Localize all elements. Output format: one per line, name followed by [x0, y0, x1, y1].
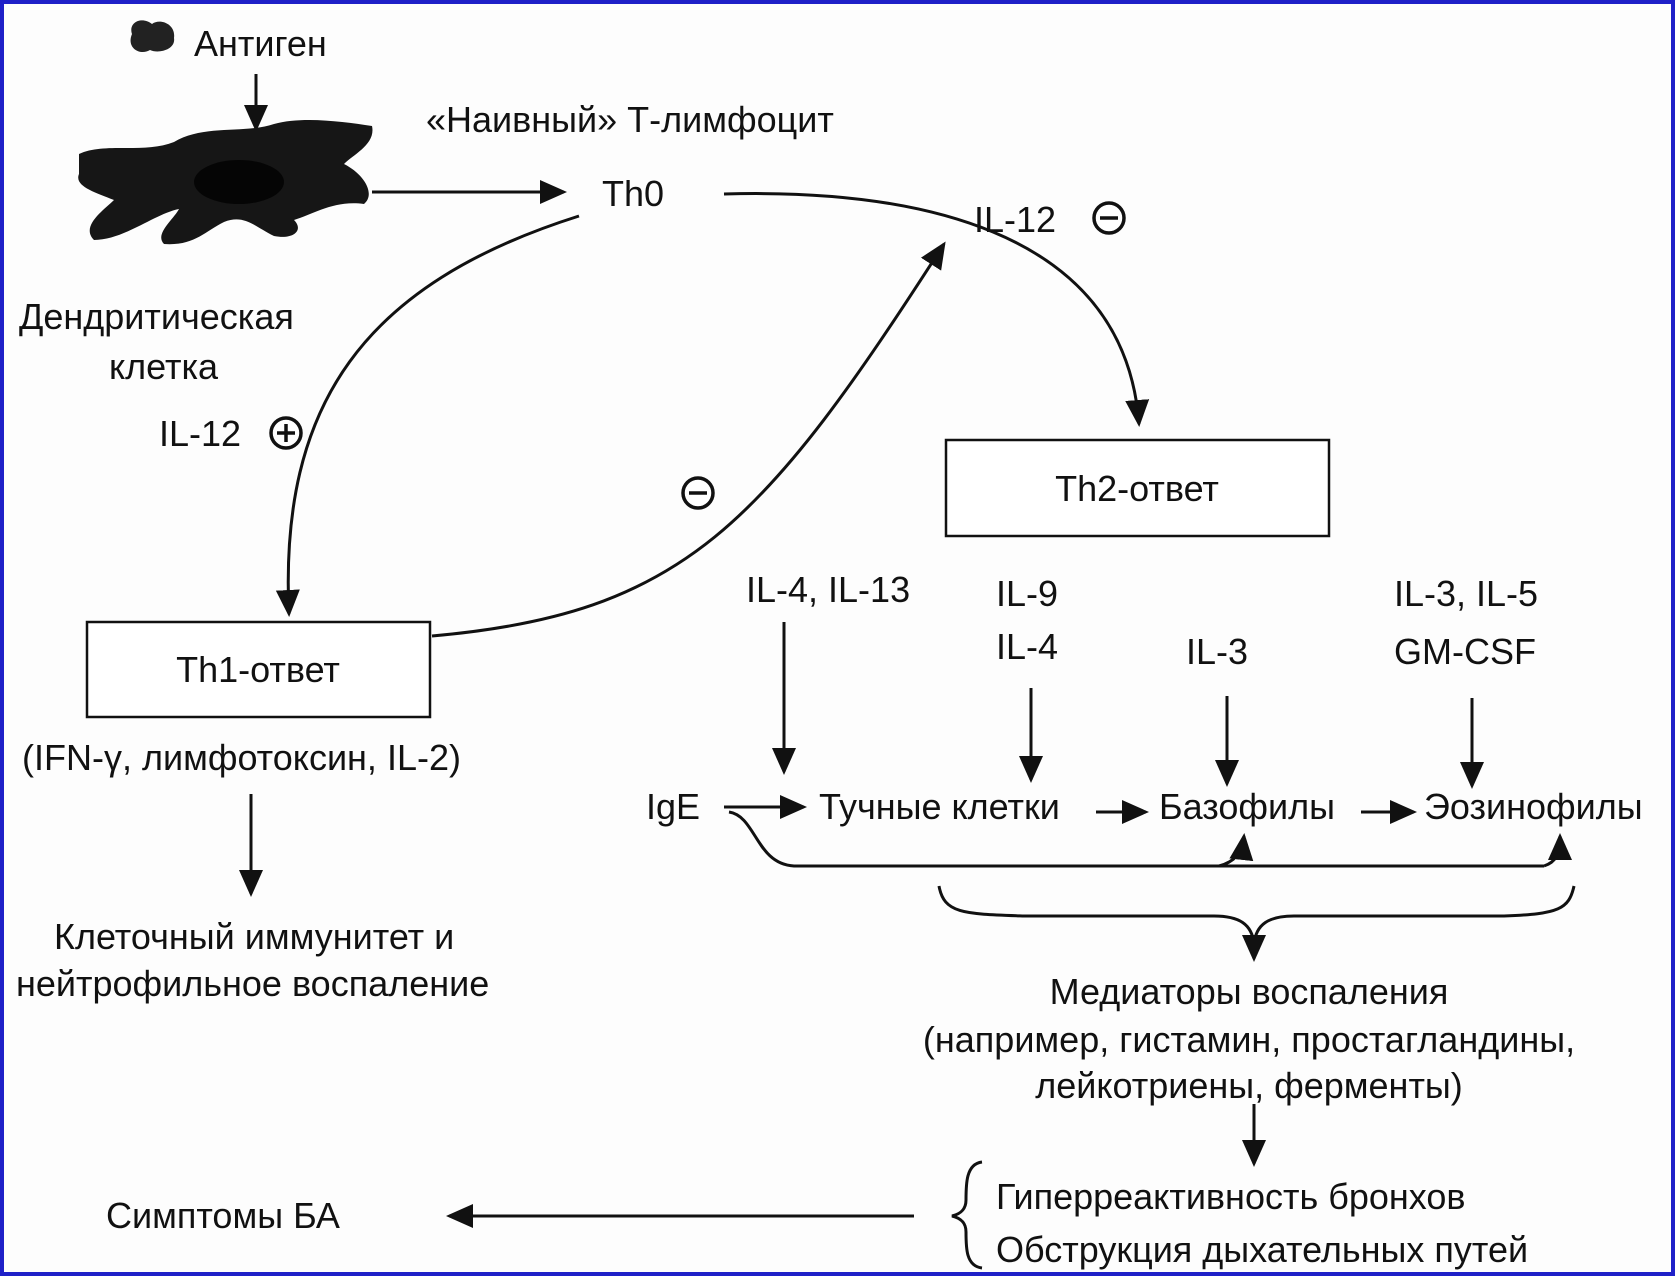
th1-inhibition-arrow [431, 241, 946, 638]
dendritic-nucleus [194, 160, 284, 204]
il4-il13-label: IL-4, IL-13 [746, 569, 910, 610]
th1-box [85, 620, 432, 719]
mediators-label-1: Медиаторы воспаления [1050, 971, 1449, 1012]
th1-label: Th1-ответ [176, 649, 340, 690]
mast-cells-label: Тучные клетки [819, 786, 1060, 827]
th0-to-th2-arrow [723, 192, 1150, 427]
mediators-brace [937, 885, 1576, 945]
bypass-to-basophils-arrow [1218, 833, 1254, 868]
il3-il5-label: IL-3, IL-5 [1394, 573, 1538, 614]
th1-products-label: (IFN-γ, лимфотоксин, IL-2) [22, 737, 461, 778]
il12-negative-label: IL-12 [974, 199, 1056, 240]
cell-immunity-label-2: нейтрофильное воспаление [16, 963, 489, 1004]
antigen-icon [130, 20, 175, 53]
eosinophils-label: Эозинофилы [1424, 786, 1643, 827]
symptoms-label: Симптомы БА [106, 1195, 340, 1236]
basophils-label: Базофилы [1159, 786, 1335, 827]
gmcsf-label: GM-CSF [1394, 631, 1536, 672]
mediators-label-2: (например, гистамин, простагландины, [923, 1019, 1575, 1060]
obstruction-label: Обструкция дыхательных путей [996, 1229, 1528, 1270]
il9-label: IL-9 [996, 573, 1058, 614]
th2-label: Th2-ответ [1055, 468, 1219, 509]
il12-positive-label: IL-12 [159, 413, 241, 454]
th2-box [944, 438, 1331, 538]
naive-t-label: «Наивный» Т-лимфоцит [426, 99, 834, 140]
il3-label: IL-3 [1186, 631, 1248, 672]
cell-immunity-label-1: Клеточный иммунитет и [54, 916, 454, 957]
immune-response-diagram: Антиген Дендритическая клетка «Наивный» … [16, 20, 1643, 1270]
antigen-label: Антиген [194, 23, 327, 64]
dendritic-label-1: Дендритическая [19, 296, 294, 337]
dendritic-label-2: клетка [109, 346, 219, 387]
th0-to-th1-arrow [275, 214, 580, 617]
il4-label: IL-4 [996, 626, 1058, 667]
effects-brace [951, 1160, 983, 1270]
ige-label: IgE [646, 786, 700, 827]
bypass-to-eosinophils-arrow [1543, 833, 1572, 868]
th0-label: Th0 [602, 173, 664, 214]
mediators-label-3: лейкотриены, ферменты) [1035, 1065, 1463, 1106]
hyperreactivity-label: Гиперреактивность бронхов [996, 1176, 1466, 1217]
ige-bypass-line [728, 810, 1544, 868]
